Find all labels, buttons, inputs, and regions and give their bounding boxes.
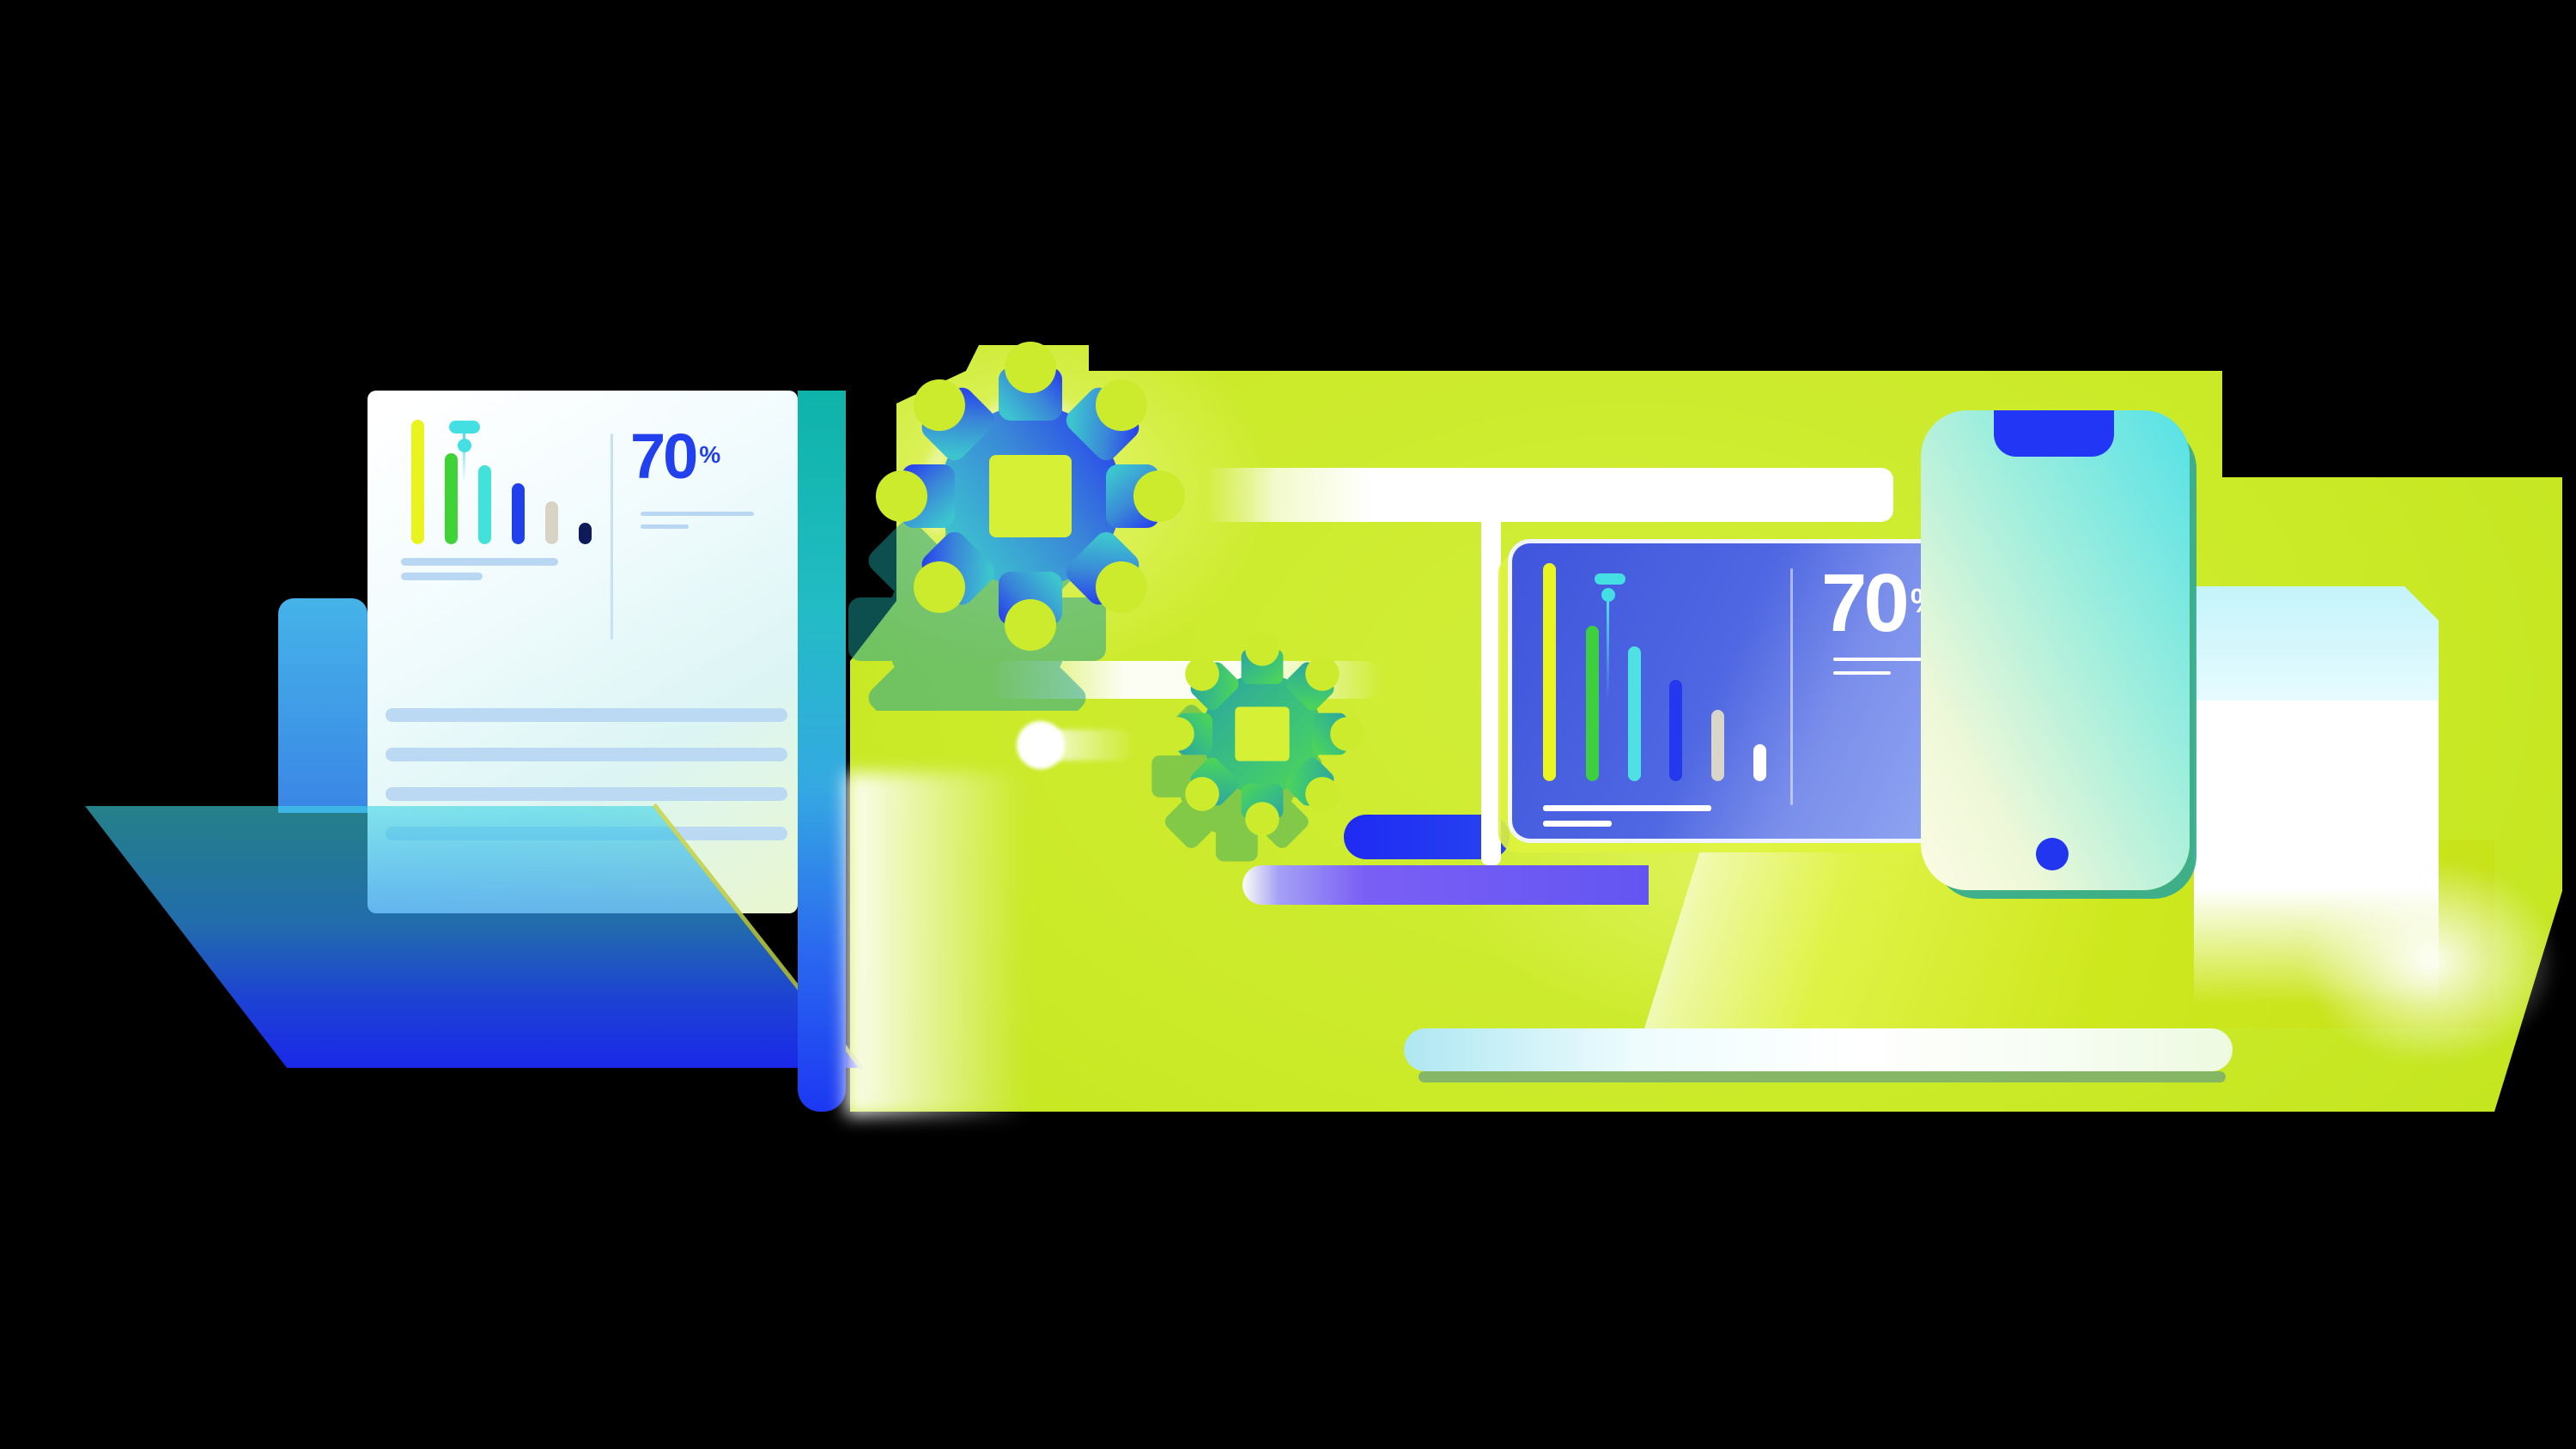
folder-back-panel [278,598,368,813]
card-chart-bar-6 [1753,744,1766,781]
doc-percent-underline-1 [641,512,754,516]
card-chart-bar-3 [1628,646,1641,781]
card-caption-line-2 [1543,821,1612,827]
doc-percent-text: 70% [630,421,721,492]
card-chart-bar-2 [1586,626,1599,781]
card-divider-line [1790,568,1793,805]
laptop-base [1404,1028,2233,1071]
doc-chart-bar-3 [478,465,491,544]
violet-accent-bar [1242,865,1649,905]
gear-large-icon [848,342,1185,711]
white-glow-tail [1041,730,1135,761]
doc-chart-bar-1 [411,420,424,544]
doc-lollipop-pill [449,421,480,433]
doc-text-line-2 [386,748,787,761]
doc-lollipop-stem [463,433,465,482]
folder-side-sheet [798,391,846,1112]
phone-notch [1994,410,2114,457]
doc-percent-underline-2 [641,524,689,529]
white-haze-band [846,773,1026,1116]
phone-home-button [2036,838,2069,870]
card-lollipop-dot [1601,588,1615,602]
doc-lollipop-dot [458,439,471,452]
laptop-base-shadow [1419,1071,2226,1082]
doc-text-line-1 [386,708,787,722]
doc-divider-line [611,433,613,640]
doc-chart-bar-4 [512,483,525,544]
card-lollipop-pill [1595,573,1625,585]
white-accent-band [1206,468,1893,522]
card-percent-underline-1 [1833,658,1978,661]
doc-caption-line-2 [401,573,483,580]
card-percent-underline-2 [1833,671,1891,675]
card-lollipop-stem [1607,602,1609,701]
doc-chart-bar-2 [445,453,458,544]
analytics-card: 70% [1508,539,2002,843]
doc-caption-line-1 [401,558,558,566]
doc-chart-bar-5 [545,501,558,544]
card-chart-bar-5 [1711,710,1724,781]
white-glow-bottom-right [2301,858,2559,1064]
white-vertical-strip [1481,513,1501,865]
doc-text-line-3 [386,787,787,801]
card-chart-bar-1 [1543,563,1556,781]
doc-percent-sign: % [699,441,721,468]
doc-chart-bar-6 [579,523,592,544]
smartphone [1921,410,2190,890]
laptop-screen-top-band [2194,586,2439,700]
card-caption-line-1 [1543,805,1711,811]
gear-small-icon [1151,632,1364,862]
card-chart-bar-4 [1669,680,1682,781]
